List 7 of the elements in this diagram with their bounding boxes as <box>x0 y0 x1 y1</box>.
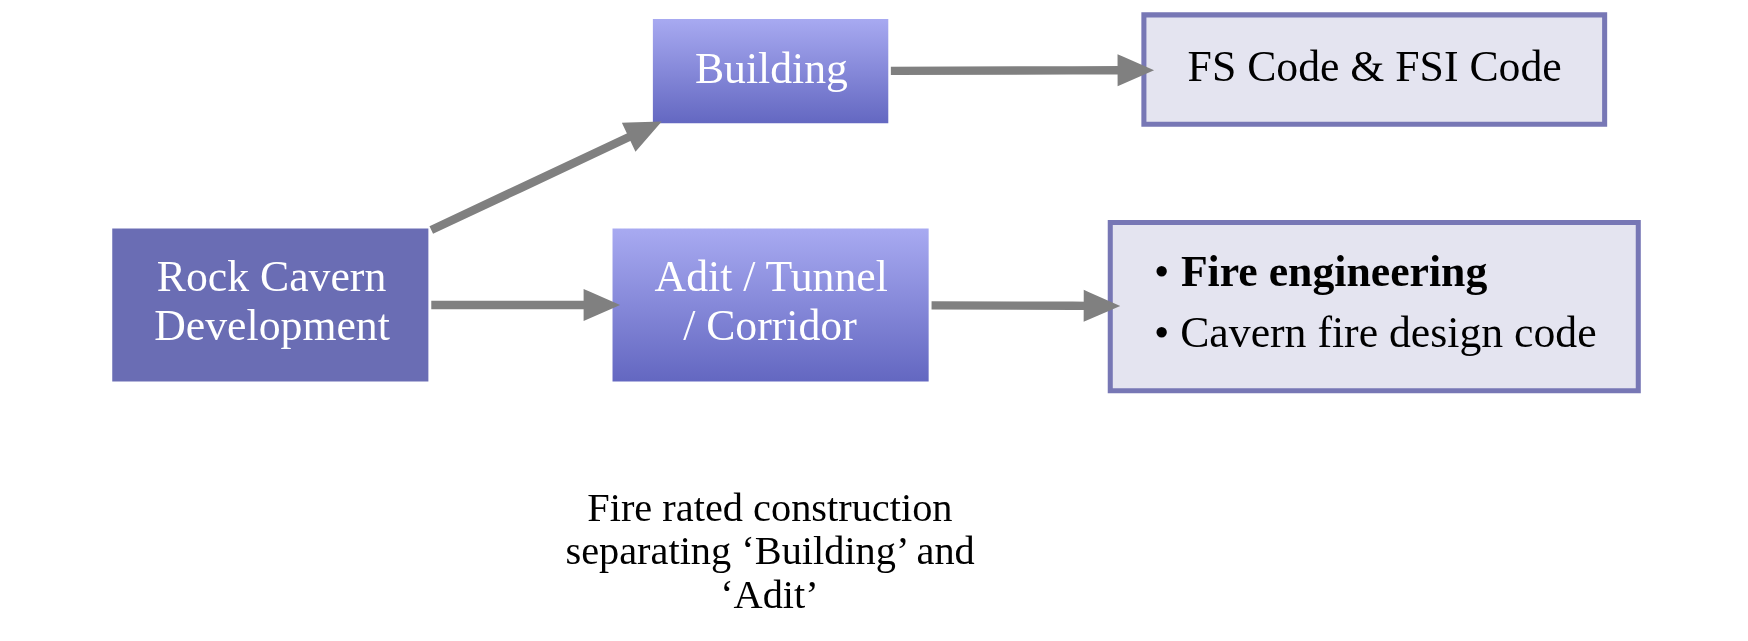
arrow <box>931 289 1121 322</box>
node-box: • Fire engineering • Cavern fire design code <box>1107 220 1641 394</box>
label: Fire rated construction separating ‘Building’ and ‘Adit’ <box>565 484 975 617</box>
arrow <box>429 121 662 234</box>
arrow <box>431 288 621 321</box>
arrow <box>890 54 1155 87</box>
node-box: FS Code & FSI Code <box>1141 12 1608 127</box>
